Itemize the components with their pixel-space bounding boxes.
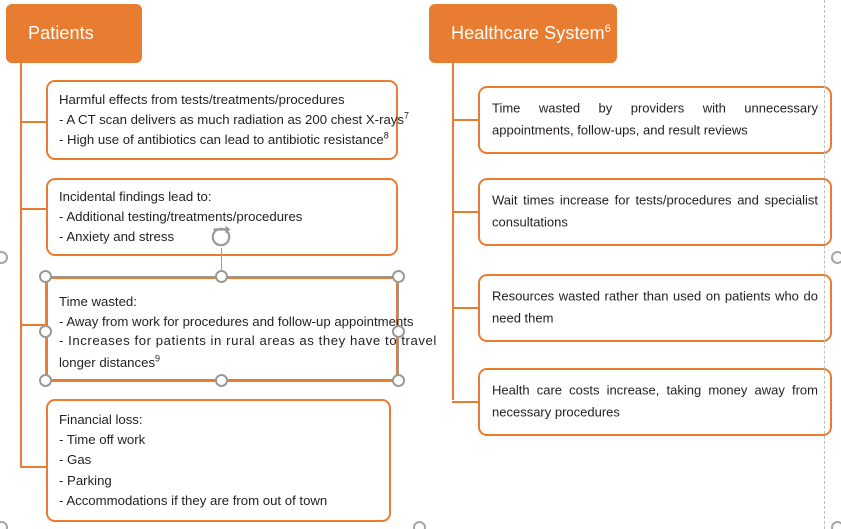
- node-line: Harmful effects from tests/treatments/pr…: [59, 91, 345, 107]
- node-resources-wasted[interactable]: Resources wasted rather than used on pat…: [478, 274, 832, 342]
- connector-stub-time-wasted: [20, 324, 47, 326]
- header-patients[interactable]: Patients: [6, 4, 142, 63]
- node-line: - Parking: [59, 472, 112, 488]
- node-line: - Gas: [59, 452, 92, 468]
- node-line: - Additional testing/treatments/procedur…: [59, 208, 303, 224]
- connector-stub-financial-loss: [20, 466, 47, 468]
- handle-top-left[interactable]: [39, 270, 52, 283]
- node-paragraph: Resources wasted rather than used on pat…: [492, 288, 818, 326]
- node-wait-times[interactable]: Wait times increase for tests/procedures…: [478, 178, 832, 246]
- handle-bottom-left[interactable]: [39, 374, 52, 387]
- connector-stub-wait-times: [452, 211, 479, 213]
- connector-stub-provider-time: [452, 119, 479, 121]
- connector-stub-harmful-effects: [20, 121, 47, 123]
- node-financial-loss[interactable]: Financial loss: - Time off work - Gas - …: [46, 399, 391, 522]
- connector-stub-incidental-findings: [20, 208, 47, 210]
- node-provider-time-wasted[interactable]: Time wasted by providers with unnecessar…: [478, 86, 832, 154]
- slide-right-edge-guide: [824, 0, 825, 529]
- node-line: - Away from work for procedures and foll…: [59, 314, 414, 330]
- header-healthcare-system[interactable]: Healthcare System6: [429, 4, 617, 63]
- group-handle-middle-left[interactable]: [0, 251, 8, 264]
- node-line: - Accommodations if they are from out of…: [59, 492, 328, 508]
- handle-bottom-right[interactable]: [392, 374, 405, 387]
- node-harmful-effects[interactable]: Harmful effects from tests/treatments/pr…: [46, 80, 410, 160]
- node-line: - A CT scan delivers as much radiation a…: [59, 110, 410, 127]
- handle-middle-left[interactable]: [39, 325, 52, 338]
- handle-bottom-center[interactable]: [215, 374, 228, 387]
- node-line: longer distances9: [59, 354, 161, 371]
- node-health-care-costs[interactable]: Health care costs increase, taking money…: [478, 368, 832, 436]
- node-line: - Increases for patients in rural areas …: [59, 333, 437, 349]
- node-paragraph: Time wasted by providers with unnecessar…: [492, 100, 818, 138]
- node-line: Incidental findings lead to:: [59, 188, 212, 204]
- node-line: Financial loss:: [59, 412, 143, 428]
- node-paragraph: Health care costs increase, taking money…: [492, 382, 818, 420]
- handle-top-right[interactable]: [392, 270, 405, 283]
- group-handle-middle-right[interactable]: [831, 251, 841, 264]
- group-handle-bottom-left[interactable]: [0, 521, 8, 529]
- connector-stub-health-care-costs: [452, 401, 479, 403]
- connector-stub-resources-wasted: [452, 307, 479, 309]
- node-line: Time wasted:: [59, 294, 137, 309]
- node-line: - High use of antibiotics can lead to an…: [59, 130, 389, 148]
- rotate-icon[interactable]: [208, 222, 236, 250]
- group-handle-bottom-right[interactable]: [831, 521, 841, 529]
- node-time-wasted-patients[interactable]: Time wasted: - Away from work for proced…: [46, 277, 437, 381]
- connector-trunk-healthcare: [452, 62, 454, 400]
- group-handle-bottom-center[interactable]: [413, 521, 426, 529]
- handle-top-center[interactable]: [215, 270, 228, 283]
- node-line: - Anxiety and stress: [59, 229, 175, 245]
- header-patients-label: Patients: [28, 23, 94, 43]
- header-healthcare-system-label: Healthcare System6: [451, 23, 611, 43]
- node-line: - Time off work: [59, 432, 146, 448]
- connector-trunk-patients: [20, 62, 22, 467]
- rotate-handle-stem: [221, 248, 222, 276]
- node-incidental-findings[interactable]: Incidental findings lead to: - Additiona…: [46, 178, 398, 256]
- handle-middle-right[interactable]: [392, 325, 405, 338]
- node-paragraph: Wait times increase for tests/procedures…: [492, 192, 818, 230]
